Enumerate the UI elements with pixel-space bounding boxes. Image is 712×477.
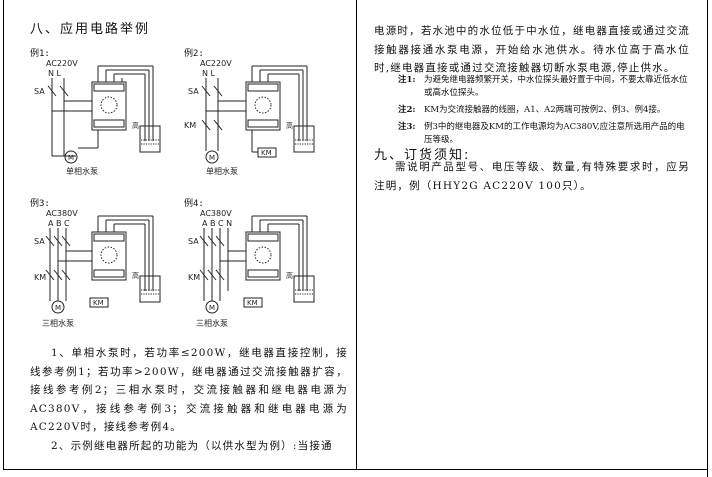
bottom-border [3,469,708,470]
motor-icon [51,300,65,314]
circuit-diagram-example3: AC380V A B C SA KM M 三相水泵 KM 高 [34,209,161,328]
circuit-diagram-example1: AC220V N L SA M 单相水泵 高 [34,59,161,176]
right-border [707,0,708,477]
paragraph-2: 2、示例继电器所起的功能为（以供水型为例）:当接通 [51,439,333,452]
column-divider [356,0,357,470]
relay-body [245,231,281,281]
water-tank [293,125,315,153]
svg-text:M: M [55,304,61,312]
circuit-diagram-example4: AC380V A B C N SA KM M 三相水泵 KM 高 [188,209,315,328]
note-2-text: KM为交流接触器的线圈，A1、A2两端可按例2、例3、例4接。 [424,105,666,115]
ordering-paragraph: 需说明产品型号、电压等级、数量,有特殊要求时，应另注明，例（HHY2G AC22… [374,161,690,192]
supply-label: AC220V [200,59,232,68]
motor-icon [205,300,219,314]
note-1-text: 为避免继电器频繁开关，中水位探头最好置于中间，不要太靠近低水位或高水位探头。 [424,75,688,98]
example1-label: 例1: [30,49,50,59]
svg-text:高: 高 [286,271,293,280]
supply-label: AC380V [46,209,78,218]
water-tank [139,275,161,303]
svg-text:KM: KM [188,273,200,282]
section-title-applications: 八、应用电路举例 [30,22,151,37]
tank-level-label: 高 [132,121,139,130]
svg-text:KM: KM [34,273,46,282]
water-tank [139,125,161,153]
motor-icon [64,150,78,164]
note-2-tag: 注2: [398,105,416,115]
notes-list: 注1: 为避免继电器频繁开关，中水位探头最好置于中间，不要太靠近低水位或高水位探… [398,74,690,147]
relay-body [245,81,281,131]
phase-labels: N L [48,69,62,78]
svg-text:SA: SA [34,237,45,246]
relay-body [91,231,127,281]
switch-label: SA [188,87,199,96]
example3-label: 例3: [30,199,50,209]
circuit-diagram-example2: AC220V N L SA KM M 单相水泵 KM 高 [184,59,315,176]
svg-text:A B C N: A B C N [202,219,232,228]
note-2: 注2: KM为交流接触器的线圈，A1、A2两端可按例2、例3、例4接。 [398,104,690,117]
paragraph-1: 1、单相水泵时，若功率≤200W，继电器直接控制，接线参考例1；若功率>200W… [30,347,348,433]
svg-text:M: M [209,154,215,162]
note-1: 注1: 为避免继电器频繁开关，中水位探头最好置于中间，不要太靠近低水位或高水位探… [398,74,690,100]
motor-caption: 单相水泵 [66,166,98,176]
svg-text:M: M [209,304,215,312]
svg-text:三相水泵: 三相水泵 [42,318,74,328]
svg-text:高: 高 [132,271,139,280]
svg-text:高: 高 [286,121,293,130]
svg-text:M: M [68,154,74,162]
example4-label: 例4: [184,199,204,209]
water-tank [293,275,315,303]
km-coil [89,297,109,308]
svg-text:KM: KM [261,149,272,157]
svg-text:三相水泵: 三相水泵 [196,318,228,328]
paragraph-2-continued: 电源时，若水池中的水位低于中水位，继电器直接或通过交流接触器接通水泵电源，开始给… [374,25,690,74]
note-3: 注3: 例3中的继电器及KM的工作电源均为AC380V,应注意所选用产品的电压等… [398,121,690,147]
switch-label: SA [34,87,45,96]
phase-labels: N L [202,69,216,78]
note-3-tag: 注3: [398,122,416,132]
section-title-ordering: 九、订货须知: [374,148,471,163]
motor-icon [205,150,219,164]
supply-label: AC220V [46,59,78,68]
km-coil [243,297,263,308]
application-paragraph: 1、单相水泵时，若功率≤200W，继电器直接控制，接线参考例1；若功率>200W… [30,344,348,455]
svg-text:SA: SA [188,237,199,246]
svg-text:AC380V: AC380V [200,209,232,218]
svg-text:KM: KM [93,299,104,307]
phase-labels: A B C [48,219,70,228]
left-border [3,0,4,470]
relay-body [91,81,127,131]
note-3-text: 例3中的继电器及KM的工作电源均为AC380V,应注意所选用产品的电压等级。 [424,122,685,145]
motor-caption: 单相水泵 [206,166,238,176]
example2-label: 例2: [184,49,204,59]
note-1-tag: 注1: [398,75,416,85]
svg-text:KM: KM [247,299,258,307]
contactor-label: KM [184,121,196,130]
